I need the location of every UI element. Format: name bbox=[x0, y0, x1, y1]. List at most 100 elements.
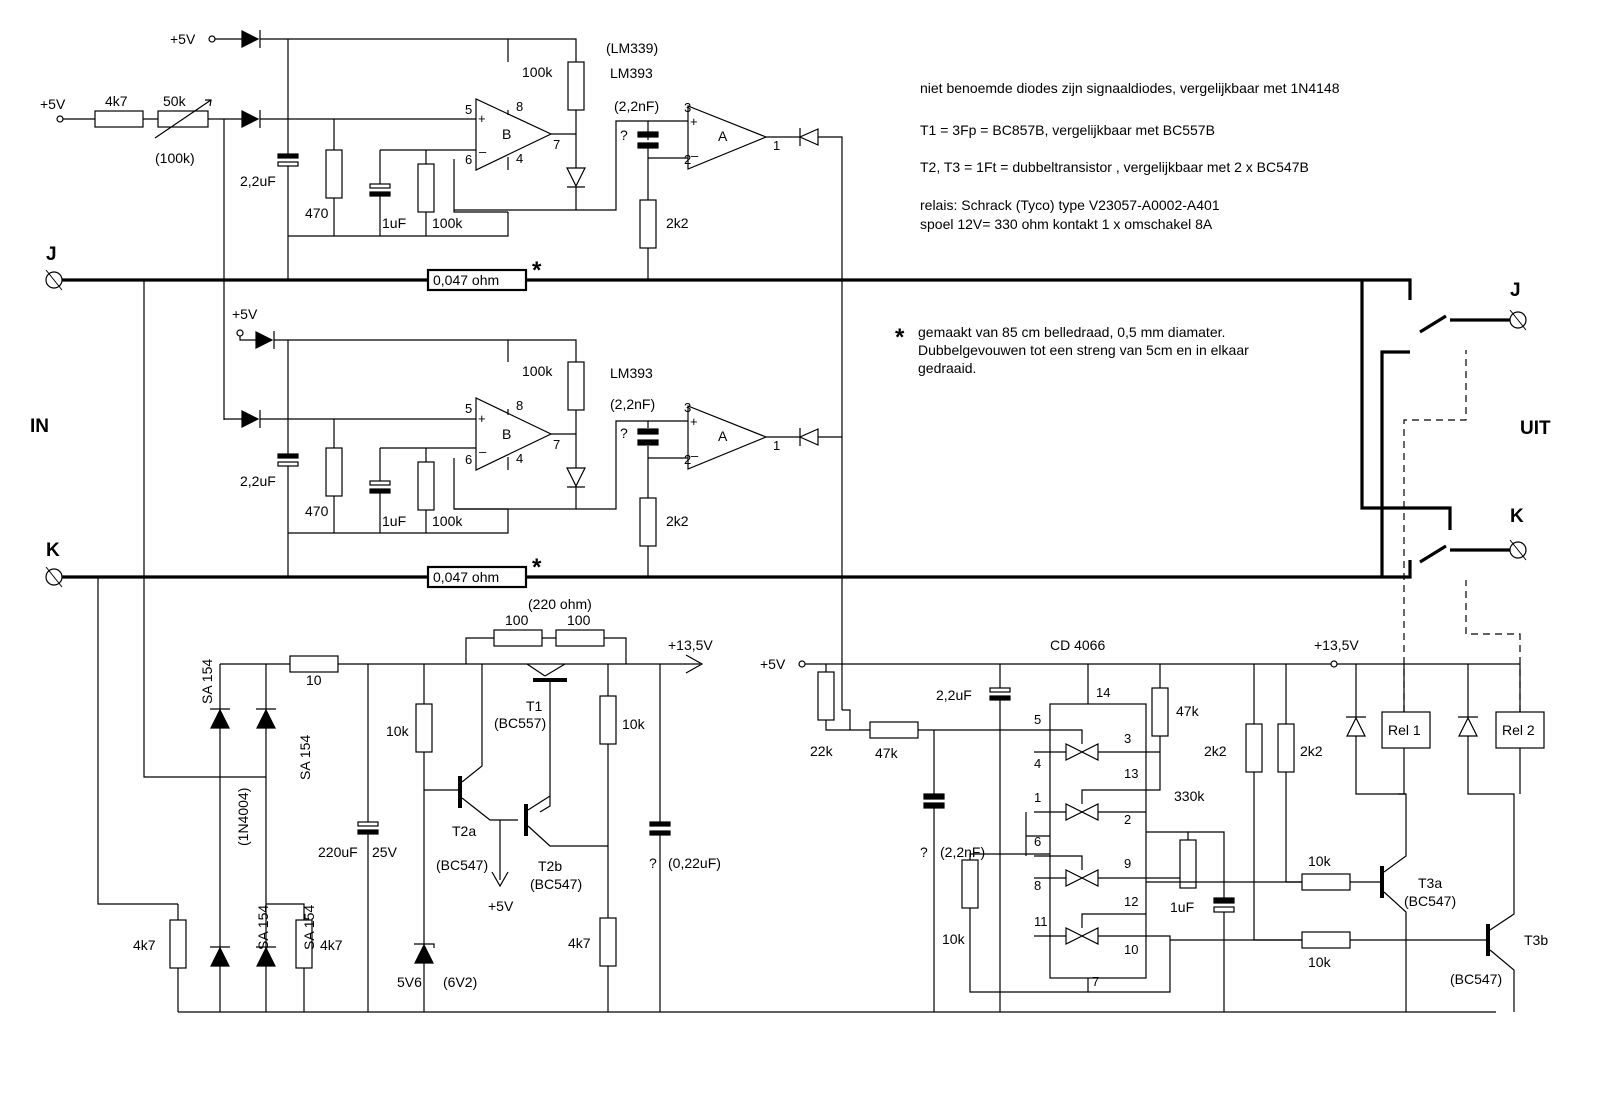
label-uit: UIT bbox=[1520, 418, 1551, 439]
supply-t2b-type: (BC547) bbox=[530, 876, 582, 892]
footnote-line-1: gemaakt van 85 cm belledraad, 0,5 mm dia… bbox=[918, 324, 1225, 340]
supply-r-alt: (220 ohm) bbox=[528, 596, 592, 612]
ic-pin-6: 6 bbox=[1034, 834, 1041, 849]
upper-ic-alt: (LM339) bbox=[606, 40, 658, 56]
lower-b-minus: – bbox=[479, 444, 487, 459]
note-relay: relais: Schrack (Tyco) type V23057-A0002… bbox=[920, 197, 1220, 213]
supply-r4k7a: 4k7 bbox=[133, 937, 156, 953]
ic-pin-10: 10 bbox=[1124, 942, 1138, 957]
note-diodes: niet benoemde diodes zijn signaaldiodes,… bbox=[920, 80, 1340, 96]
ic-pin-3: 3 bbox=[1124, 731, 1131, 746]
supply-zener-alt: (6V2) bbox=[443, 974, 477, 990]
upper-pin-3: 3 bbox=[684, 100, 691, 115]
footnote-line-3: gedraaid. bbox=[918, 360, 976, 376]
supply-t2a-type: (BC547) bbox=[436, 857, 488, 873]
logic-c22: 2,2uF bbox=[936, 687, 972, 703]
logic-vcc: +5V bbox=[760, 656, 786, 672]
upper-r4k7: 4k7 bbox=[105, 93, 128, 109]
supply-t2a: T2a bbox=[452, 823, 476, 839]
upper-r2k2: 2k2 bbox=[666, 215, 689, 231]
upper-pot: 50k bbox=[163, 93, 187, 109]
shunt-j-label: 0,047 ohm bbox=[433, 272, 499, 288]
supply-c220v: 25V bbox=[372, 844, 398, 860]
upper-c1: 1uF bbox=[382, 215, 406, 231]
note-t2-t3: T2, T3 = 1Ft = dubbeltransistor , vergel… bbox=[920, 159, 1309, 175]
supply-vout: +13,5V bbox=[668, 637, 713, 653]
lower-r100k-top: 100k bbox=[522, 363, 553, 379]
ic-pin-7: 7 bbox=[1092, 974, 1099, 989]
upper-r100k-top: 100k bbox=[522, 64, 553, 80]
lower-pin-7: 7 bbox=[553, 437, 560, 452]
lower-r470: 470 bbox=[305, 503, 329, 519]
shunt-k-resistor bbox=[426, 565, 528, 589]
supply-r10k-b: 10k bbox=[622, 716, 646, 732]
ic-pin-11: 11 bbox=[1034, 914, 1048, 929]
upper-a-minus: – bbox=[691, 148, 699, 163]
ic-pin-12: 12 bbox=[1124, 894, 1138, 909]
upper-cap-q: ? bbox=[620, 127, 628, 143]
upper-b-plus: + bbox=[478, 111, 486, 126]
lower-a-minus: – bbox=[691, 448, 699, 463]
logic-cq: ? bbox=[920, 844, 928, 860]
lower-cap-q: ? bbox=[620, 425, 628, 441]
lower-pin-5: 5 bbox=[465, 401, 472, 416]
note-coil: spoel 12V= 330 ohm kontakt 1 x omschakel… bbox=[920, 216, 1213, 232]
lower-b-plus: + bbox=[478, 411, 486, 426]
supply-r4k7c: 4k7 bbox=[568, 935, 591, 951]
logic-r47k-h: 47k bbox=[875, 745, 899, 761]
upper-vcc-in: +5V bbox=[40, 96, 66, 112]
ic-pin-14: 14 bbox=[1096, 685, 1110, 700]
supply-d1: SA 154 bbox=[199, 659, 215, 704]
supply-r10: 10 bbox=[306, 672, 322, 688]
supply-d4: SA 154 bbox=[301, 905, 317, 950]
upper-cap-val: (2,2nF) bbox=[614, 98, 659, 114]
upper-gate-b: B bbox=[502, 126, 511, 142]
shunt-j-mark: * bbox=[532, 257, 542, 284]
logic-section bbox=[798, 350, 1545, 1012]
logic-r10k-t3b: 10k bbox=[1308, 954, 1332, 970]
notes-block: niet benoemde diodes zijn signaaldiodes,… bbox=[895, 80, 1340, 376]
supply-cq: ? bbox=[649, 855, 657, 871]
lower-gate-a: A bbox=[718, 428, 728, 444]
supply-zener: 5V6 bbox=[397, 974, 422, 990]
lower-pin-8: 8 bbox=[516, 398, 523, 413]
upper-pin-5: 5 bbox=[465, 102, 472, 117]
upper-pin-6: 6 bbox=[465, 152, 472, 167]
lower-pin-1: 1 bbox=[773, 438, 780, 453]
upper-r100k-low: 100k bbox=[432, 215, 463, 231]
logic-rel1: Rel 1 bbox=[1388, 722, 1421, 738]
supply-d3: SA 154 bbox=[255, 905, 271, 950]
lower-cap-val: (2,2nF) bbox=[610, 396, 655, 412]
note-t1: T1 = 3Fp = BC857B, vergelijkbaar met BC5… bbox=[920, 122, 1215, 138]
terminal-symbols bbox=[45, 269, 1527, 588]
upper-pin-2: 2 bbox=[684, 152, 691, 167]
upper-pin-7: 7 bbox=[553, 137, 560, 152]
upper-c22: 2,2uF bbox=[240, 173, 276, 189]
terminal-j-out: J bbox=[1510, 280, 1521, 301]
ic-pin-4: 4 bbox=[1034, 756, 1041, 771]
shunt-j-resistor bbox=[426, 268, 528, 292]
logic-r330k: 330k bbox=[1174, 788, 1205, 804]
logic-r10k-v: 10k bbox=[942, 931, 966, 947]
logic-c1: 1uF bbox=[1170, 899, 1194, 915]
supply-r100a: 100 bbox=[505, 612, 529, 628]
supply-t1: T1 bbox=[526, 698, 543, 714]
upper-r470: 470 bbox=[305, 205, 329, 221]
supply-r4k7b: 4k7 bbox=[320, 937, 343, 953]
lower-pin-3: 3 bbox=[684, 400, 691, 415]
terminal-k-in: K bbox=[46, 540, 60, 561]
ic-pin-1: 1 bbox=[1034, 790, 1041, 805]
logic-t3b-type: (BC547) bbox=[1450, 971, 1502, 987]
upper-gate-a: A bbox=[718, 128, 728, 144]
upper-vcc-top: +5V bbox=[170, 31, 196, 47]
shunt-k-mark: * bbox=[532, 554, 542, 581]
label-in: IN bbox=[30, 416, 49, 437]
main-lines bbox=[62, 268, 1510, 589]
ic-pin-5: 5 bbox=[1034, 712, 1041, 727]
footnote-line-2: Dubbelgevouwen tot een streng van 5cm en… bbox=[918, 342, 1249, 358]
lower-r2k2: 2k2 bbox=[666, 513, 689, 529]
supply-t1-type: (BC557) bbox=[494, 715, 546, 731]
logic-t3b: T3b bbox=[1524, 932, 1548, 948]
ic-pin-9: 9 bbox=[1124, 856, 1131, 871]
